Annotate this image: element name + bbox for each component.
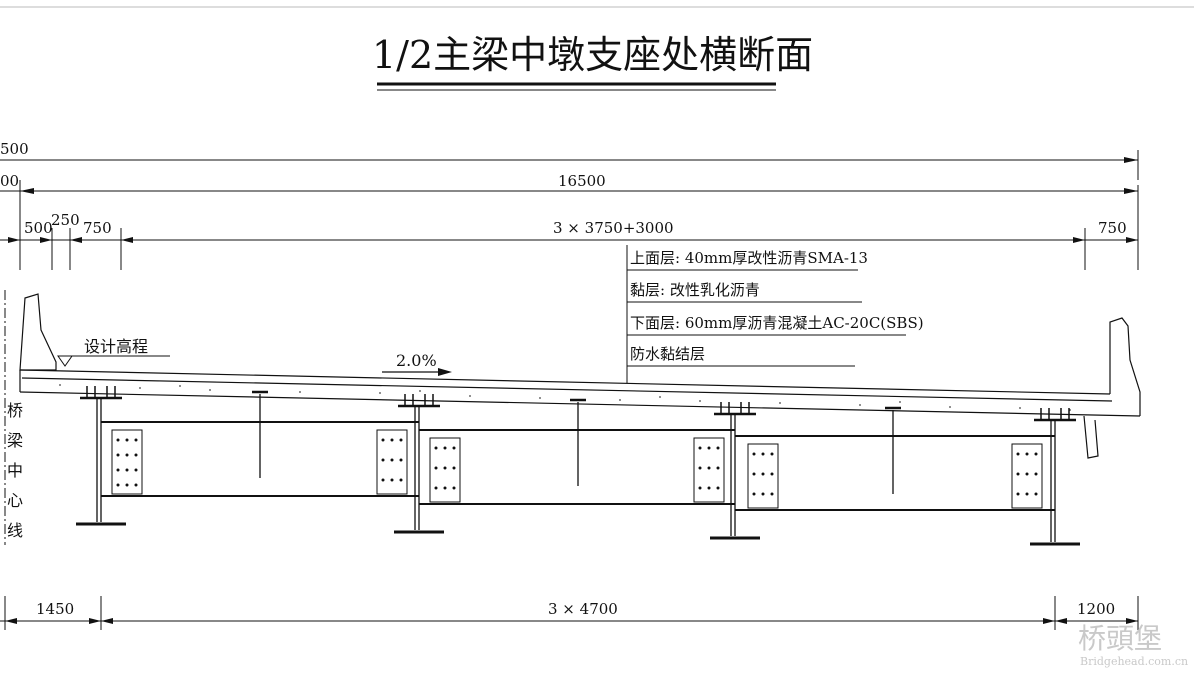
drawing-title: 1/2主梁中墩支座处横断面 xyxy=(372,33,813,77)
slope-arrow-icon xyxy=(438,368,452,376)
girders xyxy=(76,394,1080,546)
dim-1200: 1200 xyxy=(1077,600,1115,618)
layer-4: 防水黏结层 xyxy=(630,345,705,363)
concrete-hatch xyxy=(59,384,1071,411)
elevation-triangle-icon xyxy=(57,355,73,367)
layer-2: 黏层: 改性乳化沥青 xyxy=(630,281,760,299)
shear-studs xyxy=(86,386,1070,420)
dim-3x4700: 3 × 4700 xyxy=(548,600,618,618)
dim-750-right: 750 xyxy=(1098,219,1127,237)
dim-00-partial: 00 xyxy=(0,172,19,190)
deck-slab xyxy=(19,293,1141,459)
dim-500: 500 xyxy=(24,219,53,237)
design-elevation-label: 设计高程 xyxy=(84,337,148,356)
dim-lanes: 3 × 3750+3000 xyxy=(553,219,674,237)
splice-plates xyxy=(111,429,1043,509)
dim-250: 250 xyxy=(51,211,80,229)
bottom-dimensions xyxy=(0,596,1139,630)
centerline-char-2: 梁 xyxy=(7,431,23,450)
layer-3: 下面层: 60mm厚沥青混凝土AC-20C(SBS) xyxy=(630,314,924,332)
dim-total-width: 16500 xyxy=(558,172,606,190)
watermark-url: Bridgehead.com.cn xyxy=(1080,655,1188,668)
dim-1450: 1450 xyxy=(36,600,74,618)
dimension-arrows xyxy=(8,157,1138,243)
bolt-dots xyxy=(116,438,1038,496)
centerline-char-1: 桥 xyxy=(7,401,23,420)
watermark-logo: 桥頭堡 xyxy=(1078,622,1162,655)
centerline-char-4: 心 xyxy=(7,491,23,510)
layer-callout-lines xyxy=(626,245,906,383)
centerline-char-5: 线 xyxy=(7,521,23,540)
dim-500-partial: 500 xyxy=(0,140,29,158)
centerline-char-3: 中 xyxy=(7,461,23,480)
top-dimensions xyxy=(0,150,1139,270)
bottom-arrows xyxy=(5,618,1138,624)
layer-1: 上面层: 40mm厚改性沥青SMA-13 xyxy=(630,249,868,267)
slope-label: 2.0% xyxy=(396,351,437,370)
dim-750-left: 750 xyxy=(83,219,112,237)
